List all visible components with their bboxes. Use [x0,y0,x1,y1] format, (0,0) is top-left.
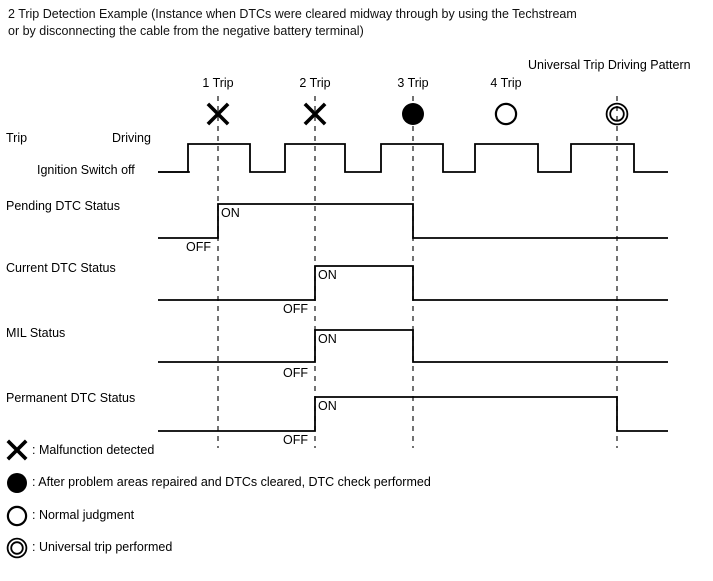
legend-item-universal-trip-performed: : Universal trip performed [0,540,400,564]
trip-tick-label-4: 4 Trip [490,76,522,90]
waveform-traces [158,143,668,432]
trip-tick-label-2: 2 Trip [299,76,331,90]
waveform-permanent-dtc-status [158,396,668,432]
double-circle-marker-trip-5 [605,102,629,126]
filled-circle [7,473,27,493]
legend-item-malfunction-detected: : Malfunction detected [0,443,500,467]
filled-circle-marker-trip-3 [402,103,424,125]
legend-marker-glyphs [6,439,28,559]
permanent-dtc-on-label: ON [318,399,337,413]
trip-marker-glyphs [206,102,629,126]
axis-label-driving: Driving [112,131,151,145]
waveform-trip [158,143,668,173]
legend-text-universal-trip-performed: : Universal trip performed [32,540,173,554]
universal-trip-driving-pattern-label: Universal Trip Driving Pattern [528,58,691,72]
legend-text-dtc-check-performed: : After problem areas repaired and DTCs … [32,475,431,489]
page-title: 2 Trip Detection Example (Instance when … [8,6,708,40]
legend-text-malfunction-detected: : Malfunction detected [32,443,155,457]
dashed-guide-lines [217,96,618,448]
cross-marker-trip-1 [206,102,230,126]
row-label-permanent-dtc-status: Permanent DTC Status [6,391,136,405]
row-label-current-dtc-status: Current DTC Status [6,261,116,275]
mil-off-label: OFF [283,366,308,380]
waveform-pending-dtc-status [158,203,668,239]
outer-circle [6,537,28,559]
row-label-pending-dtc-status: Pending DTC Status [6,199,120,213]
current-dtc-off-label: OFF [283,302,308,316]
filled-circle-marker-legend-2 [7,473,27,493]
permanent-dtc-off-label: OFF [283,433,308,447]
filled-circle [402,103,424,125]
cross-marker-trip-2 [303,102,327,126]
open-circle-marker-legend-3 [6,505,28,527]
current-dtc-on-label: ON [318,268,337,282]
legend-item-dtc-check-performed: : After problem areas repaired and DTCs … [0,475,620,499]
page-title-line2: or by disconnecting the cable from the n… [8,24,364,38]
open-circle [494,102,518,126]
cross-stroke-b [6,439,28,461]
cross-marker-legend-1 [6,439,28,461]
trip-tick-label-1: 1 Trip [202,76,234,90]
cross-stroke-b [206,102,230,126]
legend-text-normal-judgment: : Normal judgment [32,508,135,522]
inner-circle [10,541,24,555]
waveform-current-dtc-status [158,265,668,301]
pending-dtc-off-label: OFF [186,240,211,254]
double-circle-marker-legend-4 [6,537,28,559]
outer-circle [605,102,629,126]
mil-on-label: ON [318,332,337,346]
page-title-line1: 2 Trip Detection Example (Instance when … [8,7,577,21]
open-circle [6,505,28,527]
axis-label-ignition-switch-off: Ignition Switch off [37,163,135,177]
open-circle-marker-trip-4 [494,102,518,126]
pending-dtc-on-label: ON [221,206,240,220]
row-label-mil-status: MIL Status [6,326,66,340]
trip-tick-label-3: 3 Trip [397,76,429,90]
axis-label-trip: Trip [6,131,28,145]
inner-circle [609,106,625,122]
waveform-mil-status [158,329,668,363]
cross-stroke-b [303,102,327,126]
legend-item-normal-judgment: : Normal judgment [0,508,400,532]
